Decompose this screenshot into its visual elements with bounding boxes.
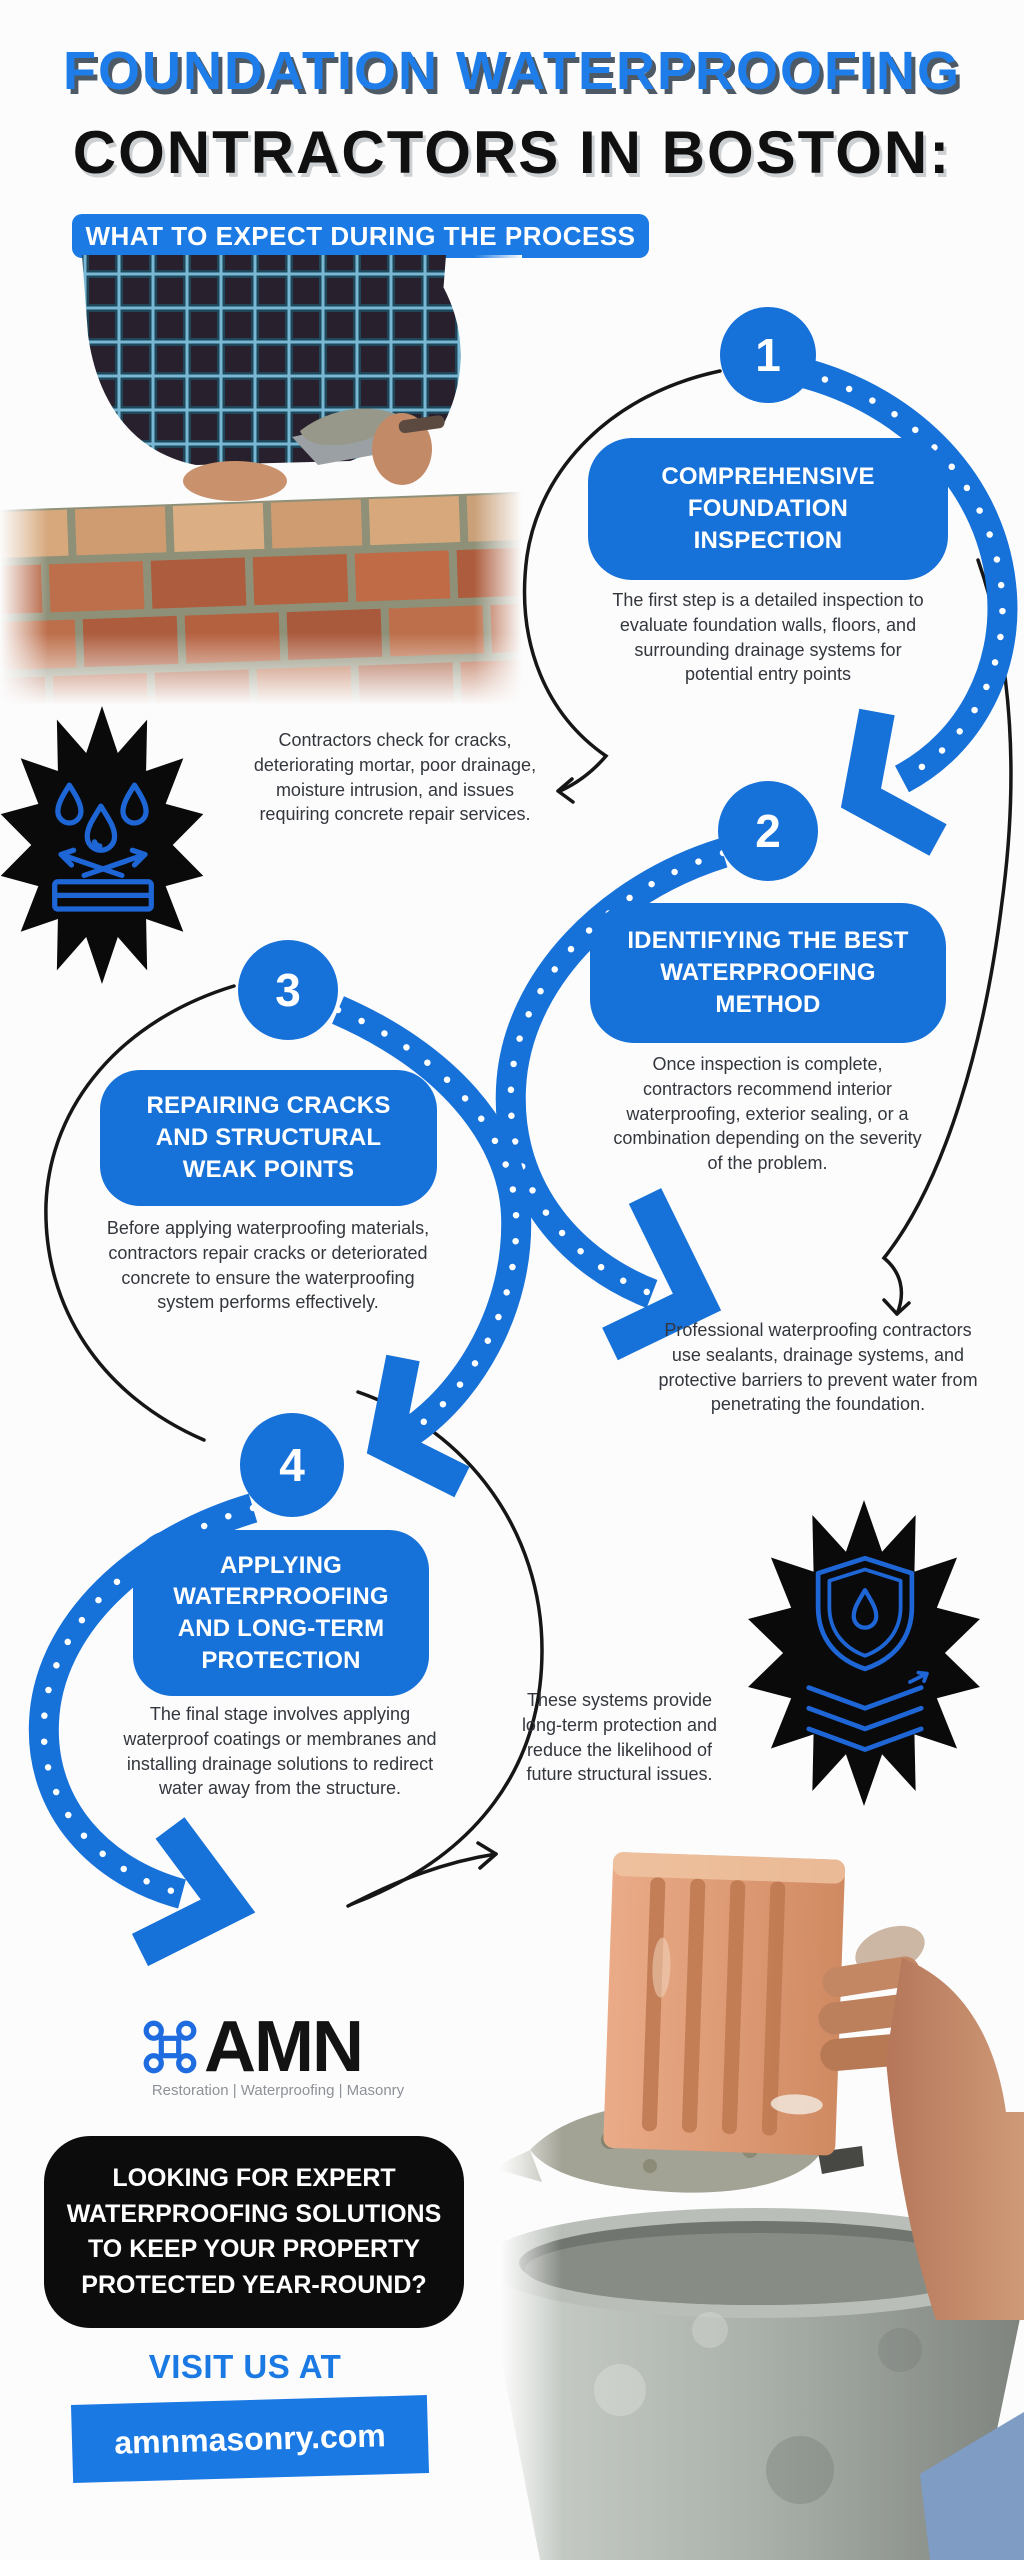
step-1-body: The first step is a detailed inspection … [612, 590, 924, 685]
worker-sleeve [378, 261, 461, 427]
finger [822, 1956, 920, 1998]
step-4-heading: APPLYING WATERPROOFING AND LONG-TERM PRO… [173, 1551, 389, 1674]
step1-arrowhead [840, 708, 947, 856]
command-icon [143, 2020, 197, 2074]
sleeve [920, 2412, 1024, 2560]
logo-wordmark: AMN [204, 2007, 364, 2087]
step-4-note: These systems provide long-term protecti… [521, 1690, 718, 1785]
step-1-number-badge: 1 [720, 307, 816, 403]
step4-arrowhead [131, 1817, 256, 1967]
trowel-mortar [300, 408, 398, 445]
step-1-heading: COMPREHENSIVE FOUNDATION INSPECTION [661, 463, 875, 554]
step-2-heading: IDENTIFYING THE BEST WATERPROOFING METHO… [627, 927, 909, 1018]
step1-black-arc [522, 369, 722, 793]
step-3-heading-box: REPAIRING CRACKS AND STRUCTURAL WEAK POI… [100, 1070, 437, 1206]
shield-water-layers-icon [806, 1555, 929, 1752]
page-title-line2: CONTRACTORS IN BOSTON: [72, 119, 952, 186]
step-4-body: The final stage involves applying waterp… [123, 1704, 437, 1799]
step-2-body: Once inspection is complete, contractors… [613, 1054, 922, 1174]
visit-us-label: VISIT US AT [148, 2348, 342, 2385]
step-3-body: Before applying waterproofing materials,… [106, 1218, 430, 1313]
step3-black-arc [44, 984, 236, 1442]
website-link[interactable]: amnmasonry.com [70, 2395, 430, 2483]
step-2-note: Professional waterproofing contractors u… [658, 1320, 978, 1415]
step3-arrowhead [366, 1354, 470, 1498]
step-3-number-badge: 3 [238, 940, 338, 1040]
step-4-heading-box: APPLYING WATERPROOFING AND LONG-TERM PRO… [133, 1530, 429, 1696]
step-1-number: 1 [755, 329, 781, 381]
step-4-number-badge: 4 [240, 1413, 344, 1517]
bricklayer-photo [0, 255, 522, 705]
photo-pointer-arrow [346, 1852, 498, 1908]
step-2-heading-box: IDENTIFYING THE BEST WATERPROOFING METHO… [590, 903, 946, 1043]
step-4-number: 4 [279, 1439, 305, 1491]
trowel-handle [398, 415, 445, 434]
step-2-number: 2 [755, 805, 781, 857]
step-3-number: 3 [275, 964, 301, 1016]
bucket-body [500, 2270, 1024, 2560]
step-1-note: Contractors check for cracks, deteriorat… [253, 730, 537, 825]
brick-hand-photo [500, 1850, 1024, 2560]
subtitle-badge: WHAT TO EXPECT DURING THE PROCESS [72, 214, 649, 258]
terracotta-brick [603, 1852, 845, 2156]
logo-tagline: Restoration | Waterproofing | Masonry [151, 2082, 405, 2099]
water-drops-repel-icon [52, 782, 154, 912]
arm [886, 1958, 1024, 2320]
step-3-heading: REPAIRING CRACKS AND STRUCTURAL WEAK POI… [146, 1092, 391, 1183]
page-title-line1: FOUNDATION WATERPROOFING [63, 41, 961, 101]
step-2-number-badge: 2 [718, 781, 818, 881]
worker-left-hand [183, 461, 287, 501]
cta-box: LOOKING FOR EXPERT WATERPROOFING SOLUTIO… [44, 2136, 464, 2328]
step-1-heading-box: COMPREHENSIVE FOUNDATION INSPECTION [588, 438, 948, 580]
